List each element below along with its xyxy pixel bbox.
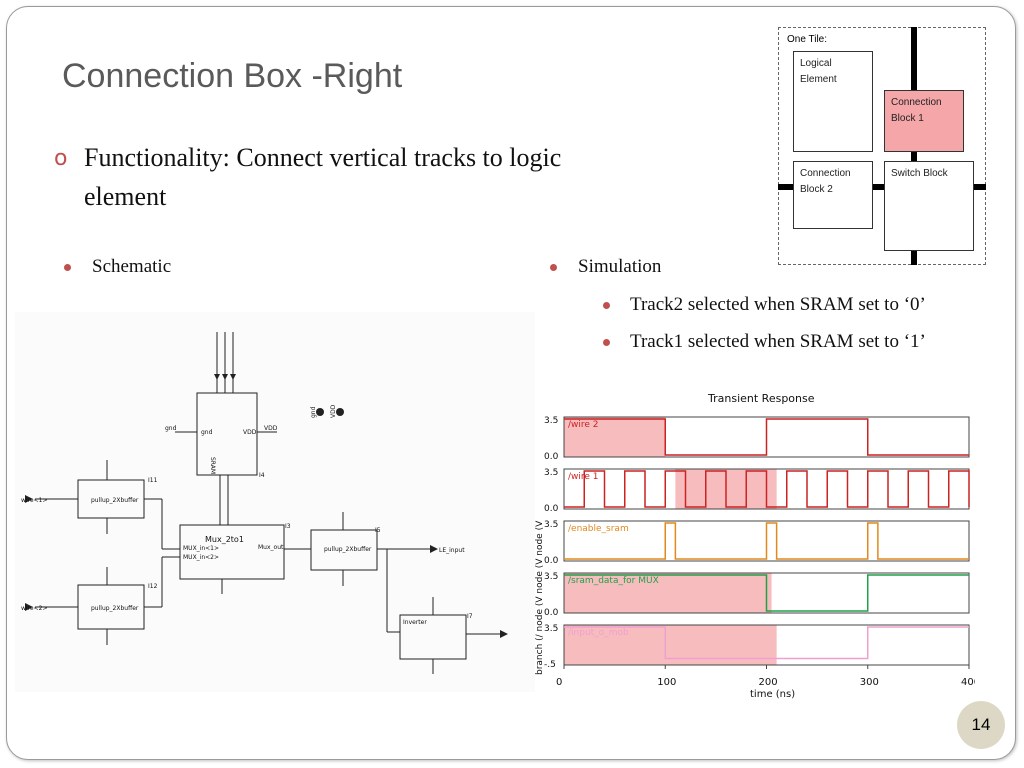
- series-label: /input_o_mob: [568, 628, 629, 638]
- connection-block-1-line-2: Block 1: [891, 113, 924, 124]
- instance-i7: I7: [467, 613, 473, 620]
- series-label: /enable_sram: [568, 524, 629, 534]
- switch-block: Switch Block: [884, 161, 974, 251]
- x-tick-label: 0: [556, 677, 562, 688]
- instance-i3: I3: [285, 523, 291, 530]
- series-label: /sram_data_for MUX: [568, 576, 659, 586]
- series-line: [564, 626, 969, 660]
- x-tick-label: 300: [860, 677, 879, 688]
- logical-element-block: Logical Element: [793, 51, 873, 152]
- sram-vdd-pin: VDD: [243, 429, 257, 436]
- y-tick-label: 3.5: [544, 468, 558, 478]
- sub-bullet-1: Track2 selected when SRAM set to ‘0’: [630, 294, 926, 315]
- simulation-label: Simulation: [578, 256, 662, 277]
- sub-bullet-2: Track1 selected when SRAM set to ‘1’: [630, 331, 926, 352]
- vdd-symbol-label: VDD: [330, 404, 337, 418]
- mux-out-label: Mux_out: [258, 544, 284, 551]
- simulation-chart: Transient Response time (ns) branch (/ n…: [535, 392, 975, 700]
- wire2-label: wire<2>: [21, 605, 47, 612]
- connection-block-2-line-2: Block 2: [800, 184, 833, 195]
- y-axis-label: branch (/ node (V node (V node (V: [535, 520, 545, 675]
- y-tick-label: 3.5: [544, 416, 558, 426]
- y-tick-label: 3.5: [544, 572, 558, 582]
- schematic-diagram: SRAM gnd VDD gnd VDD MUX_in<1> MUX_in<2>…: [15, 312, 535, 692]
- mux-name: Mux_2to1: [205, 535, 244, 544]
- y-tick-label: 0.0: [544, 556, 559, 566]
- series-line: [564, 574, 969, 612]
- main-bullet-text: Functionality: Connect vertical tracks t…: [84, 138, 684, 216]
- connection-block-2-line-1: Connection: [800, 168, 851, 179]
- page-number: 14: [957, 701, 1005, 749]
- buffer-1-name: pullup_2Xbuffer: [91, 497, 139, 504]
- wire1-label: wire<1>: [21, 497, 47, 504]
- sram-vdd-label: VDD: [264, 425, 278, 432]
- page-number-text: 14: [971, 715, 991, 734]
- connection-block-2: Connection Block 2: [793, 161, 873, 229]
- sram-gnd-pin: gnd: [201, 429, 213, 436]
- y-tick-label: -.5: [544, 660, 556, 670]
- simulation-bullet-dot: [550, 264, 557, 271]
- instance-i4: I4: [259, 472, 265, 479]
- mux-in2-label: MUX_in<2>: [183, 554, 219, 561]
- slide-title: Connection Box -Right: [62, 57, 403, 95]
- connection-block-1: Connection Block 1: [884, 90, 964, 152]
- buffer-3-name: pullup_2Xbuffer: [324, 546, 372, 553]
- series-label: /wire 2: [568, 420, 599, 430]
- instance-i12: I12: [148, 583, 158, 590]
- inverter-name: Inverter: [403, 619, 427, 626]
- gnd-symbol-label: gnd: [310, 406, 317, 418]
- horizontal-track: [778, 184, 986, 190]
- buffer-block-3: [310, 529, 378, 571]
- sram-name: SRAM: [209, 457, 216, 474]
- sub-bullet-dot-1: [603, 302, 610, 309]
- main-bullet-line-2: element: [84, 182, 167, 211]
- sram-gnd-label: gnd: [165, 425, 177, 432]
- tile-label: One Tile:: [787, 34, 828, 45]
- mux-in1-label: MUX_in<1>: [183, 545, 219, 552]
- tile-diagram: [778, 27, 986, 265]
- x-tick-label: 100: [657, 677, 676, 688]
- schematic-bullet-dot: [64, 264, 71, 271]
- x-tick-label: 200: [759, 677, 778, 688]
- le-input-label: LE_input: [439, 547, 465, 554]
- chart-title: Transient Response: [707, 392, 815, 405]
- y-tick-label: 3.5: [544, 624, 558, 634]
- sram-block: [196, 392, 258, 476]
- series-line: [564, 522, 969, 560]
- y-tick-label: 3.5: [544, 520, 558, 530]
- connection-block-1-line-1: Connection: [891, 97, 942, 108]
- x-axis-label: time (ns): [750, 689, 795, 700]
- series-line: [564, 418, 969, 456]
- plot-panel: [563, 416, 970, 458]
- schematic-label: Schematic: [92, 256, 172, 277]
- sub-bullet-dot-2: [603, 339, 610, 346]
- mux-block: [179, 524, 285, 580]
- y-tick-label: 0.0: [544, 452, 559, 462]
- buffer-2-name: pullup_2Xbuffer: [91, 605, 139, 612]
- highlight-region: [564, 573, 772, 613]
- y-tick-label: 0.0: [544, 504, 559, 514]
- highlight-region: [564, 417, 666, 457]
- instance-i11: I11: [148, 477, 158, 484]
- logical-element-line-1: Logical: [800, 58, 832, 69]
- series-label: /wire 1: [568, 472, 599, 482]
- y-tick-label: 0.0: [544, 608, 559, 618]
- main-bullet-line-1: Functionality: Connect vertical tracks t…: [84, 143, 562, 172]
- plot-panel: [563, 520, 970, 562]
- plot-panel: [563, 572, 970, 614]
- switch-block-label: Switch Block: [891, 168, 948, 179]
- series-line: [564, 470, 970, 508]
- bullet-marker: o: [54, 146, 68, 171]
- x-tick-label: 400: [961, 677, 975, 688]
- instance-i5: I5: [375, 527, 381, 534]
- logical-element-line-2: Element: [800, 74, 837, 85]
